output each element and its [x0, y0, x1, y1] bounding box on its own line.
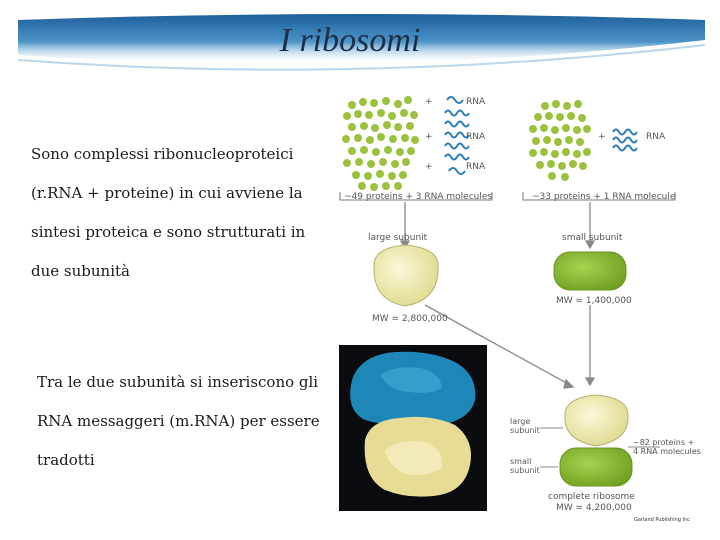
complete-mw-label: MW = 4,200,000 — [556, 503, 632, 513]
large-subunit-proteins — [342, 96, 419, 191]
plus-sign-1: + — [425, 97, 433, 107]
large-subunit-shape — [373, 244, 439, 307]
mrna-paragraph: Tra le due subunità si inseriscono gli R… — [37, 373, 320, 469]
small-components-label: ~33 proteins + 1 RNA molecule — [532, 192, 676, 202]
large-rrna-molecules — [444, 96, 470, 175]
large-components-label: ~49 proteins + 3 RNA molecules — [344, 192, 493, 202]
image-credit: Garland Publishing Inc — [634, 517, 690, 523]
plus-sign-3: + — [425, 162, 433, 172]
rna-label-4: RNA — [646, 132, 666, 142]
plus-sign-4: + — [598, 132, 606, 142]
large-mw-label: MW = 2,800,000 — [372, 314, 448, 324]
label-connectors — [540, 427, 660, 468]
complete-components-label: ~82 proteins +4 RNA molecules — [633, 438, 701, 456]
title-banner — [17, 14, 706, 71]
rna-label-1: RNA — [466, 97, 486, 107]
small-mw-label: MW = 1,400,000 — [556, 296, 632, 306]
plus-sign-2: + — [425, 132, 433, 142]
large-subunit-label: large subunit — [368, 233, 428, 243]
small-subunit-label: small subunit — [562, 233, 623, 243]
complete-ribosome-label: complete ribosome — [548, 492, 635, 502]
slide-title: I ribosomi — [279, 22, 421, 59]
rna-label-3: RNA — [466, 162, 486, 172]
small-subunit-shape — [553, 251, 627, 291]
complete-ribosome-shape — [559, 394, 633, 487]
small-rrna-molecule — [612, 128, 638, 152]
small-subunit-proteins — [529, 100, 591, 181]
ribosome-micrograph — [339, 345, 487, 511]
intro-paragraph: Sono complessi ribonucleoproteici (r.RNA… — [31, 145, 306, 280]
component-brackets — [339, 192, 676, 201]
assembly-arrows — [399, 202, 596, 389]
rna-label-2: RNA — [466, 132, 486, 142]
